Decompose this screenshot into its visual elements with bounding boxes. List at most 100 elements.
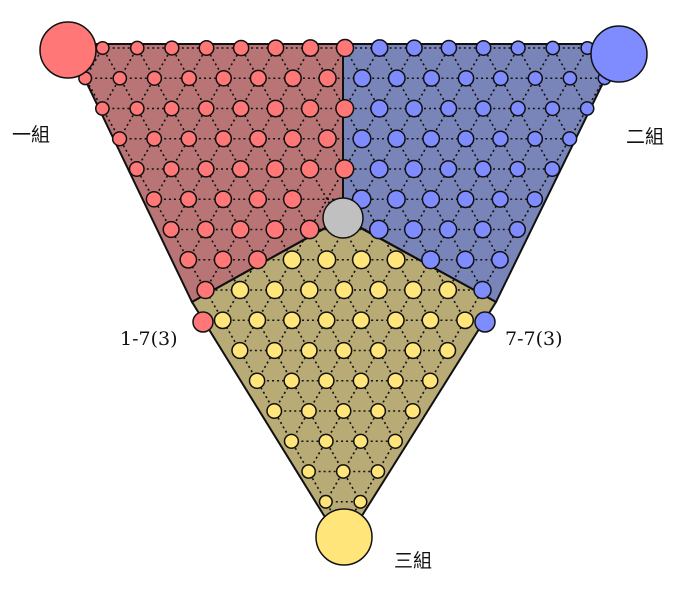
yellow-node: [265, 280, 284, 300]
red-node: [317, 129, 337, 149]
yellow-node: [369, 341, 387, 360]
red-node: [300, 159, 320, 179]
red-node: [266, 159, 285, 179]
blue-node: [457, 69, 475, 87]
red-node: [164, 40, 180, 56]
red-node: [213, 250, 233, 269]
blue-node: [422, 69, 441, 87]
blue-node: [545, 40, 561, 56]
yellow-node: [213, 311, 232, 330]
yellow-node: [369, 280, 388, 300]
blue-node: [509, 160, 526, 178]
yellow-node: [456, 311, 474, 330]
red-node: [198, 40, 215, 56]
blue-node: [562, 131, 578, 147]
yellow-node: [230, 280, 250, 300]
red-node: [335, 98, 355, 119]
blue-node: [352, 129, 372, 149]
blue-node: [579, 101, 595, 116]
blue-node: [508, 220, 526, 239]
lattice-edge: [326, 168, 346, 200]
yellow-node: [283, 433, 300, 449]
red-node: [129, 40, 145, 56]
yellow-node: [421, 372, 439, 390]
red-node-outlier: [192, 311, 214, 333]
red-node: [95, 40, 110, 56]
blue-node: [491, 250, 509, 269]
yellow-node: [248, 311, 267, 330]
red-node: [180, 130, 198, 148]
yellow-node: [300, 280, 319, 300]
blue-node: [544, 100, 561, 117]
red-node: [231, 220, 250, 239]
red-node: [265, 219, 285, 240]
yellow-node: [335, 464, 351, 479]
red-node: [266, 99, 285, 118]
yellow-node: [387, 372, 404, 390]
yellow-node: [404, 403, 421, 419]
red-node: [112, 70, 128, 86]
blue-node: [510, 40, 526, 56]
yellow-node: [318, 372, 335, 390]
lattice-edge: [309, 168, 328, 200]
yellow-node: [283, 372, 300, 390]
yellow-node: [370, 403, 387, 419]
label-1-7-3: 1-7(3): [120, 328, 178, 350]
label-group2: 二組: [626, 126, 665, 148]
red-node: [282, 189, 302, 209]
yellow-node: [404, 280, 423, 300]
yellow-node: [352, 372, 370, 390]
blue-node: [509, 100, 526, 117]
yellow-node: [335, 341, 353, 360]
yellow-node: [265, 341, 284, 360]
yellow-node: [318, 433, 334, 449]
blue-node: [387, 129, 406, 148]
blue-node: [405, 39, 423, 57]
corner-node-group1: [39, 21, 97, 79]
red-node: [335, 38, 355, 58]
center-node: [322, 197, 364, 239]
yellow-node: [266, 403, 283, 419]
blue-node: [439, 160, 458, 178]
blue-node: [387, 69, 406, 88]
label-group3: 三組: [394, 550, 433, 572]
blue-node: [422, 129, 441, 148]
red-node: [232, 99, 250, 118]
blue-node: [403, 219, 424, 240]
yellow-node: [386, 250, 406, 270]
blue-node: [352, 69, 372, 88]
red-node: [299, 219, 320, 240]
blue-node: [440, 99, 458, 118]
red-node: [248, 190, 268, 209]
blue-node: [492, 70, 509, 87]
red-node: [214, 190, 233, 209]
corner-node-group2: [590, 25, 648, 83]
blue-node: [405, 99, 423, 118]
red-node: [215, 69, 232, 87]
red-node: [162, 220, 180, 239]
yellow-node: [317, 311, 336, 330]
red-node: [301, 39, 320, 57]
blue-node: [369, 159, 389, 179]
red-node: [197, 160, 215, 178]
red-node: [232, 39, 250, 57]
blue-node: [526, 190, 544, 208]
blue-node: [438, 220, 458, 239]
red-node: [146, 130, 163, 147]
yellow-node: [352, 311, 371, 330]
yellow-node: [334, 280, 354, 300]
blue-node: [544, 161, 561, 177]
blue-node: [562, 70, 578, 86]
red-node: [231, 160, 250, 178]
blue-node: [492, 130, 509, 148]
red-node: [146, 70, 163, 86]
blue-node: [440, 39, 458, 57]
red-node: [334, 159, 355, 179]
yellow-node: [283, 311, 301, 330]
blue-node: [456, 190, 475, 209]
yellow-node: [386, 311, 405, 330]
red-node: [145, 190, 163, 208]
blue-node: [473, 220, 492, 239]
yellow-node: [318, 494, 333, 509]
